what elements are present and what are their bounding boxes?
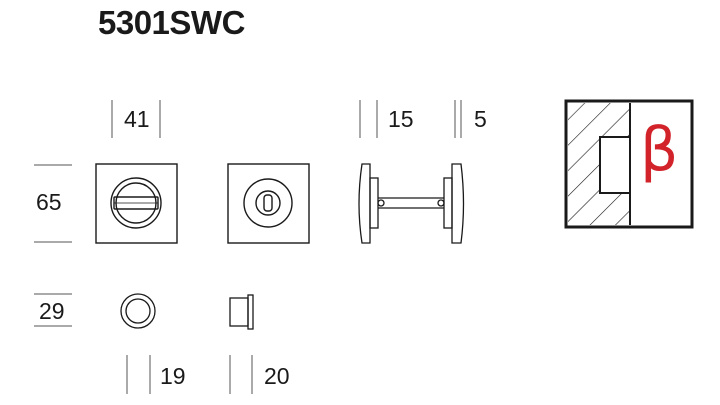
beta-badge [564,99,694,229]
spindle-depth-label: 15 [388,106,414,132]
escutcheon-depth-label: 20 [264,363,290,389]
beta-symbol: β [640,115,679,185]
product-code: 5301SWC [98,4,245,41]
rose-width-label: 41 [124,106,150,132]
escutcheon-diameter-label: 19 [160,363,186,389]
dimension-lines [34,100,462,394]
rose-thumb-turn [95,163,178,244]
side-view-assembly [358,163,465,244]
escutcheon-height-label: 29 [39,298,65,324]
escutcheon-side [229,294,254,330]
escutcheon-front [120,293,156,329]
rose-release [227,163,310,244]
rose-height-label: 65 [36,189,62,215]
turn-depth-label: 5 [474,106,487,132]
